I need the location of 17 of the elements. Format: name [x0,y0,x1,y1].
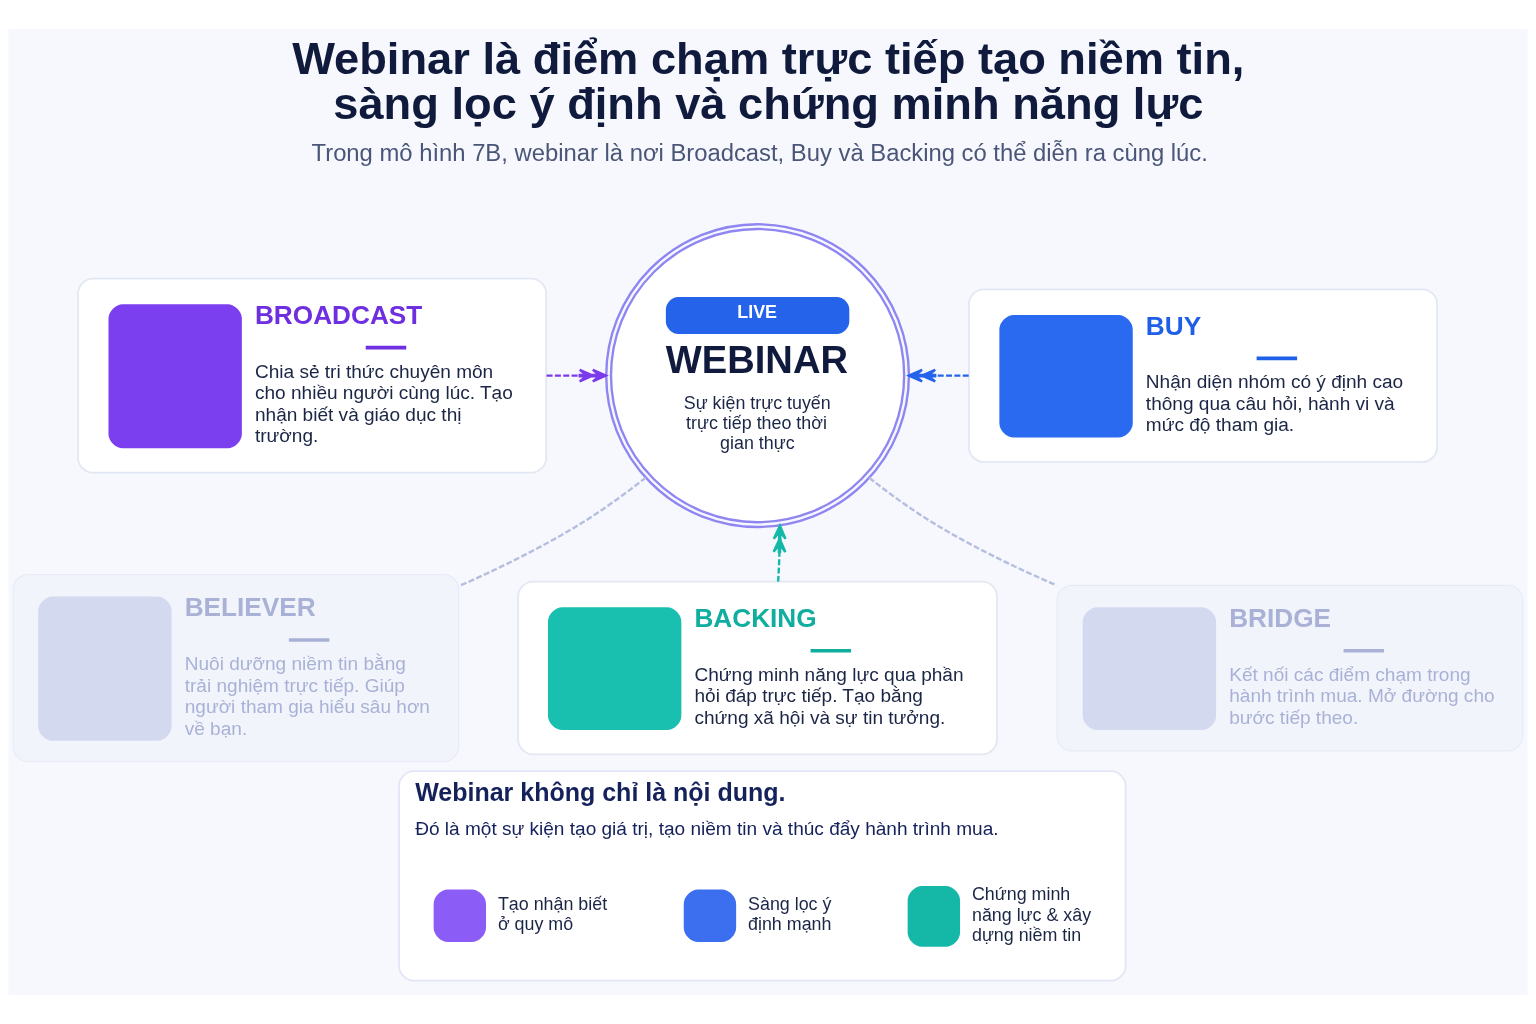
diagram-title: Webinar là điểm chạm trực tiếp tạo niềm tin, sàng lọc ý định và chứng minh năng lực [292,32,1245,129]
node-box: BRIDGE Kết nối các điểm chạm trong hành trình mua. Mở đường cho bước tiếp theo. [1056,584,1524,752]
label: Trong mô hình 7B, webinar là nơi Broadcast, Buy và Backing có thể diễn ra cùng lúc. [311,139,1208,167]
node-box: BELIEVER Nuôi dưỡng niềm tin bằng trải nghiệm trực tiếp. Giúp người tham gia hiểu sâu hơn về bạn. [12,573,460,763]
node-box: BUY Nhận diện nhóm có ý định cao thông qua câu hỏi, hành vi và mức độ tham gia. [968,288,1438,463]
node-circle: LIVE WEBINAR Sự kiện trực tuyến trực tiếp theo thời gian thực [605,223,911,529]
node-box [683,889,737,942]
arrow [546,368,608,383]
node-box: BACKING Chứng minh năng lực qua phần hỏi đáp trực tiếp. Tạo bằng chứng xã hội và sự tin tưởng. [517,580,998,756]
node-label: Sàng lọc ý định mạnh [748,893,832,935]
connector [458,476,647,588]
node-label: Chứng minh năng lực & xây dựng niềm tin [971,884,1092,945]
node-label: Tạo nhận biết ở quy mô [497,893,608,935]
node-box: BROADCAST Chia sẻ tri thức chuyên môn cho nhiều người cùng lúc. Tạo nhận biết và giáo dục thị trường. [77,277,548,474]
node-box [907,886,961,947]
connector [868,476,1058,587]
node-box [433,889,487,942]
